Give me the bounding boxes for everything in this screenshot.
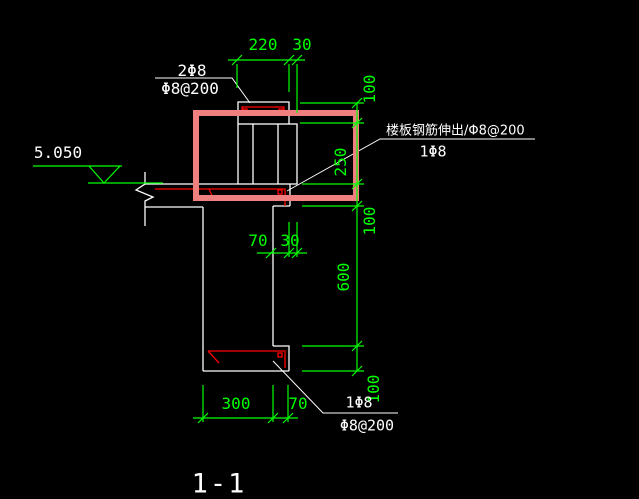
dim-label-100-a: 100 [360,74,379,104]
top-rebar-leader [155,77,251,104]
dim-label-600: 600 [334,262,353,292]
level-value: 5.050 [33,143,83,162]
section-title: 1-1 [191,468,247,499]
level-triangle [88,165,121,184]
bottom-rebar-hook [277,352,283,358]
dim-label-70-bot: 70 [288,394,308,413]
top-rebar-spacing-label: Φ8@200 [161,79,219,98]
dim-bottom-ticks [197,412,294,424]
dim-label-300: 300 [221,394,251,413]
dim-bottom-extensions [202,385,289,422]
top-rebar-count-label: 2Φ8 [177,61,207,80]
dim-right-ticks [351,97,363,377]
beam-head-grooves [252,124,279,184]
beam-head-outline [237,123,298,185]
dim-right-extensions [300,102,364,372]
break-line [134,172,155,226]
dim-label-30-mid: 30 [280,231,300,250]
bottom-rebar-leader [272,360,398,414]
dim-top-ticks [231,54,303,66]
leader-lines [155,77,535,414]
dim-mid-extensions [288,222,298,257]
dimension-lines [33,54,364,424]
dim-label-220: 220 [248,35,278,54]
dim-mid-ticks [265,247,303,259]
slab-rebar-hook [277,189,283,195]
slab-rebar-count-label: 1Φ8 [419,142,447,161]
dim-label-250: 250 [331,147,350,177]
bottom-rebar [208,350,286,368]
bottom-rebar-bend [207,350,220,364]
highlight-box [193,110,359,201]
dim-label-30-top: 30 [292,35,312,54]
slab-rebar-note: 楼板钢筋伸出/Φ8@200 [386,123,525,139]
concrete-outline [134,101,298,372]
dim-label-70-mid: 70 [248,231,268,250]
dim-top-extensions [236,64,298,113]
slab-rebar-leader [286,138,535,192]
bottom-rebar-spacing-label: Φ8@200 [339,416,395,435]
dim-label-100-b: 100 [360,206,379,236]
footing-toe-line [273,345,290,371]
bottom-rebar-count-label: 1Φ8 [345,393,373,412]
